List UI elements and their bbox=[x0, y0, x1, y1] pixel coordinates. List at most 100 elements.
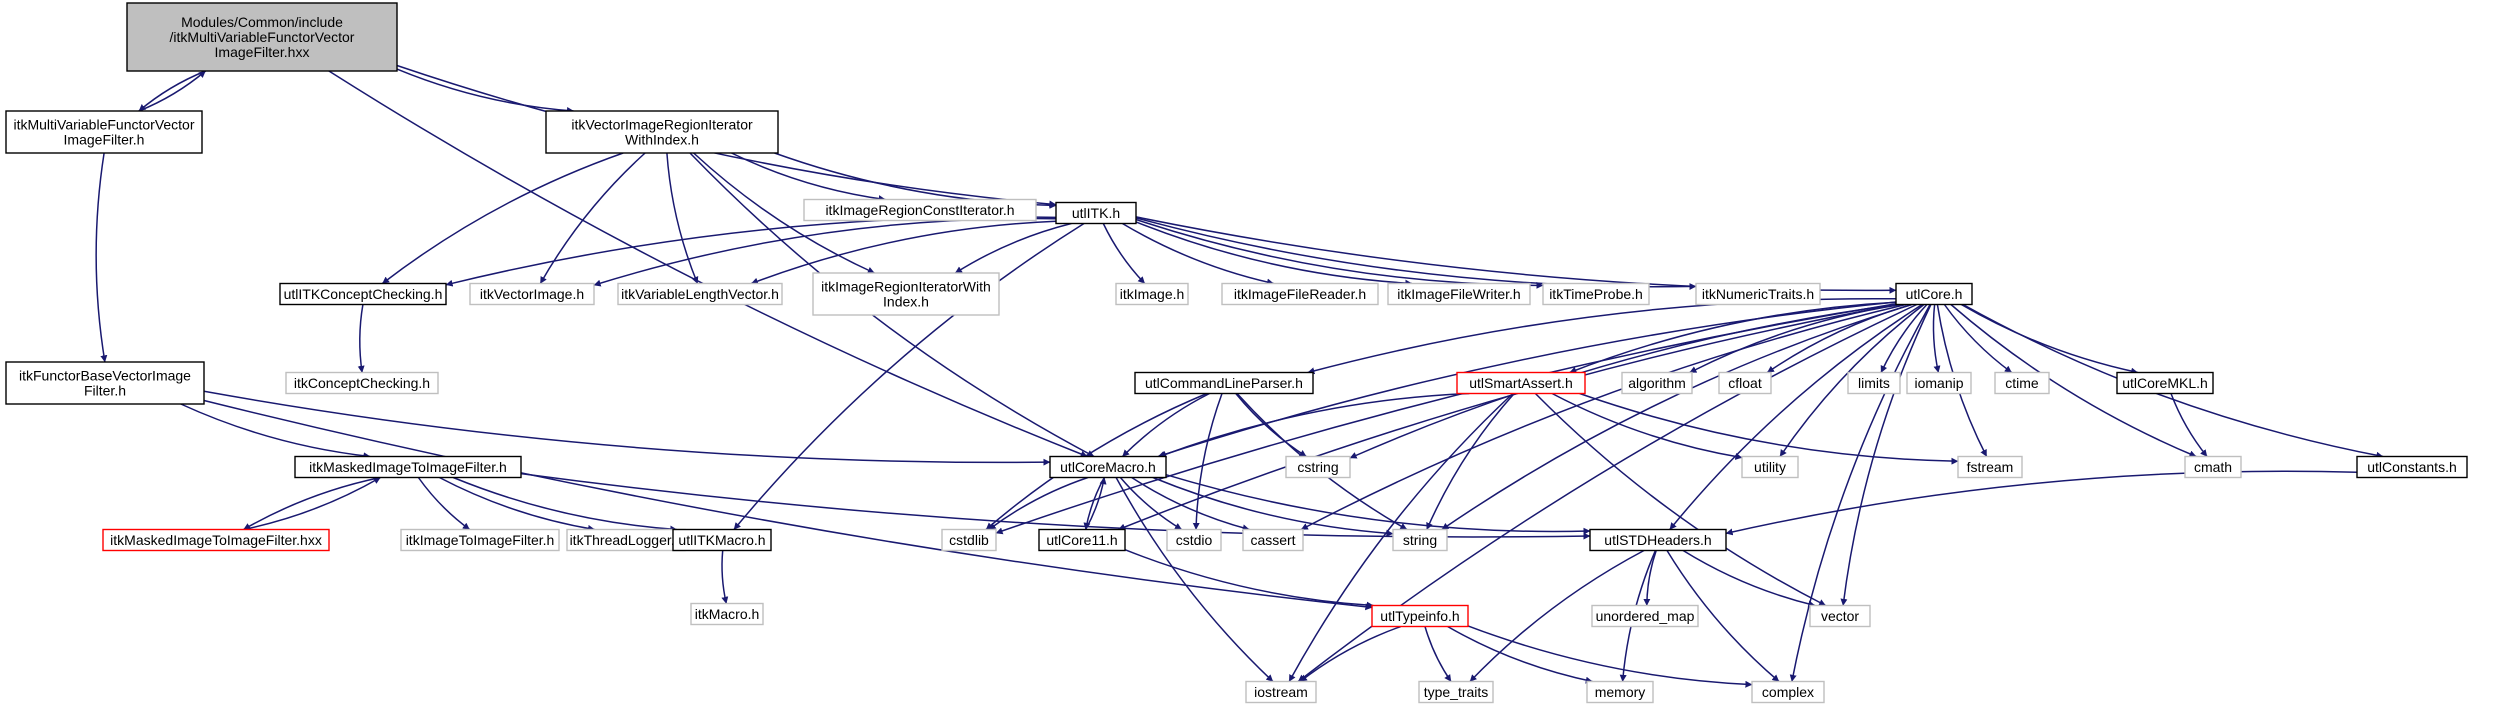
node-box bbox=[400, 528, 560, 552]
edge-mitif_h-to-mitif_hxx bbox=[243, 476, 381, 531]
node-label: utlConstants.h bbox=[2367, 459, 2457, 475]
node-irci[interactable]: itkImageRegionConstIterator.h bbox=[803, 198, 1037, 222]
node-stdheaders[interactable]: utlSTDHeaders.h bbox=[1589, 528, 1727, 552]
edge-otbitk-to-utlcore bbox=[1135, 216, 1897, 294]
node-label: itkImageFileReader.h bbox=[1234, 286, 1366, 302]
edge-root-to-mvf_h bbox=[138, 70, 206, 112]
node-cassert[interactable]: cassert bbox=[1242, 528, 1304, 552]
node-mitif_h[interactable]: itkMaskedImageToImageFilter.h bbox=[294, 455, 522, 479]
edge-vir_idx-to-vecimg bbox=[539, 152, 646, 284]
node-complex[interactable]: complex bbox=[1751, 680, 1825, 704]
node-label: utlCore.h bbox=[1906, 286, 1963, 302]
edge-utlcore-to-algorithm bbox=[1689, 303, 1902, 374]
node-vector[interactable]: vector bbox=[1809, 604, 1871, 628]
node-otbitk[interactable]: utlITK.h bbox=[1055, 201, 1137, 225]
node-box bbox=[5, 110, 203, 154]
node-box bbox=[285, 371, 439, 395]
edge-smartassert-to-utility bbox=[1551, 392, 1743, 460]
node-constants[interactable]: utlConstants.h bbox=[2356, 455, 2468, 479]
node-coremkl[interactable]: utlCoreMKL.h bbox=[2116, 371, 2214, 395]
node-ttraits[interactable]: type_traits bbox=[1418, 680, 1494, 704]
node-conceptchk[interactable]: itkConceptChecking.h bbox=[285, 371, 439, 395]
node-box bbox=[1242, 528, 1304, 552]
node-algorithm[interactable]: algorithm bbox=[1621, 371, 1693, 395]
node-iostream[interactable]: iostream bbox=[1245, 680, 1317, 704]
node-label: itkImageRegionConstIterator.h bbox=[825, 202, 1014, 218]
node-itif[interactable]: itkImageToImageFilter.h bbox=[400, 528, 560, 552]
node-label: cfloat bbox=[1728, 375, 1762, 391]
node-label: ImageFilter.h bbox=[64, 132, 145, 148]
node-label: unordered_map bbox=[1596, 608, 1695, 624]
node-label: itkNumericTraits.h bbox=[1702, 286, 1814, 302]
edge-utlcore-to-cstdlib bbox=[995, 302, 1897, 535]
node-cstdio[interactable]: cstdio bbox=[1166, 528, 1222, 552]
edge-coremacro-to-cstdio bbox=[1119, 477, 1182, 531]
node-box bbox=[1847, 371, 1901, 395]
node-utility[interactable]: utility bbox=[1741, 455, 1799, 479]
node-box bbox=[812, 272, 1000, 316]
edge-utlcore-to-stdheaders bbox=[1669, 303, 1923, 530]
edge-typeinfo-to-iostream bbox=[1299, 625, 1402, 683]
node-cstdlib[interactable]: cstdlib bbox=[941, 528, 997, 552]
node-itkmacro[interactable]: itkMacro.h bbox=[690, 602, 764, 626]
node-coremacro[interactable]: utlCoreMacro.h bbox=[1049, 455, 1167, 479]
node-root[interactable]: Modules/Common/include/itkMultiVariableF… bbox=[126, 2, 398, 72]
node-limits[interactable]: limits bbox=[1847, 371, 1901, 395]
node-label: itkImageFileWriter.h bbox=[1397, 286, 1520, 302]
node-itkconcept_u[interactable]: utlITKConceptChecking.h bbox=[279, 282, 447, 306]
node-umap[interactable]: unordered_map bbox=[1591, 604, 1699, 628]
node-ifr[interactable]: itkImageFileReader.h bbox=[1221, 282, 1379, 306]
node-box bbox=[1906, 371, 1972, 395]
node-vecimg[interactable]: itkVectorImage.h bbox=[469, 282, 595, 306]
node-probe[interactable]: itkTimeProbe.h bbox=[1542, 282, 1650, 306]
node-cfloat[interactable]: cfloat bbox=[1718, 371, 1772, 395]
node-label: itkThreadLogger.h bbox=[570, 532, 683, 548]
node-ifw[interactable]: itkImageFileWriter.h bbox=[1387, 282, 1531, 306]
node-utlcore[interactable]: utlCore.h bbox=[1895, 282, 1973, 306]
node-tlogger[interactable]: itkThreadLogger.h bbox=[566, 528, 686, 552]
node-itkimage[interactable]: itkImage.h bbox=[1115, 282, 1189, 306]
node-label: iomanip bbox=[1914, 375, 1963, 391]
node-iomanip[interactable]: iomanip bbox=[1906, 371, 1972, 395]
node-fstream[interactable]: fstream bbox=[1957, 455, 2023, 479]
edge-utlcore-to-complex bbox=[1789, 304, 1931, 682]
node-memory[interactable]: memory bbox=[1586, 680, 1654, 704]
node-label: cassert bbox=[1250, 532, 1295, 548]
edge-utlcore-to-core11 bbox=[1118, 303, 1898, 531]
node-label: itkVariableLengthVector.h bbox=[621, 286, 779, 302]
node-clp[interactable]: utlCommandLineParser.h bbox=[1134, 371, 1314, 395]
edge-coremkl-to-cmath bbox=[2170, 393, 2208, 457]
node-label: memory bbox=[1595, 684, 1646, 700]
node-numtraits[interactable]: itkNumericTraits.h bbox=[1695, 282, 1821, 306]
node-box bbox=[803, 198, 1037, 222]
node-mitif_hxx[interactable]: itkMaskedImageToImageFilter.hxx bbox=[102, 528, 330, 552]
edge-smartassert-to-coremacro bbox=[1159, 392, 1470, 458]
node-smartassert[interactable]: utlSmartAssert.h bbox=[1456, 371, 1586, 395]
node-varlen[interactable]: itkVariableLengthVector.h bbox=[617, 282, 783, 306]
node-box bbox=[102, 528, 330, 552]
edge-clp-to-cstdlib bbox=[985, 392, 1208, 531]
node-label: itkMacro.h bbox=[695, 606, 760, 622]
node-label: itkImage.h bbox=[1120, 286, 1185, 302]
node-mvf_h[interactable]: itkMultiVariableFunctorVectorImageFilter… bbox=[5, 110, 203, 154]
node-cmath[interactable]: cmath bbox=[2184, 455, 2242, 479]
edge-coremacro-to-core11 bbox=[1083, 477, 1105, 530]
node-ctime[interactable]: ctime bbox=[1994, 371, 2050, 395]
node-string[interactable]: string bbox=[1392, 528, 1448, 552]
edge-stdheaders-to-umap bbox=[1643, 550, 1657, 606]
node-itkmacro_u[interactable]: utlITKMacro.h bbox=[672, 528, 772, 552]
node-box bbox=[1589, 528, 1727, 552]
node-label: utlITKMacro.h bbox=[678, 532, 765, 548]
node-box bbox=[1895, 282, 1973, 306]
node-core11[interactable]: utlCore11.h bbox=[1038, 528, 1126, 552]
node-box bbox=[1957, 455, 2023, 479]
node-box bbox=[1371, 604, 1469, 628]
node-box bbox=[1387, 282, 1531, 306]
node-box bbox=[1586, 680, 1654, 704]
node-typeinfo[interactable]: utlTypeinfo.h bbox=[1371, 604, 1469, 628]
node-cstring[interactable]: cstring bbox=[1285, 455, 1351, 479]
